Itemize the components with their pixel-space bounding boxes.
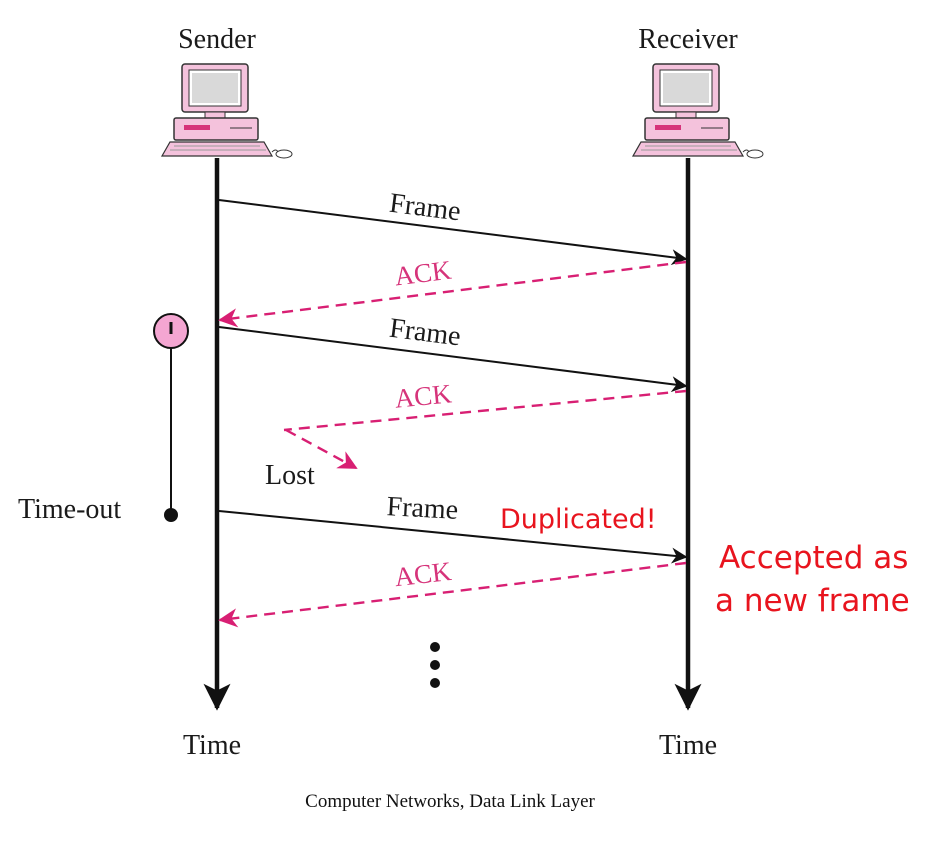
ack-arrow-1 xyxy=(218,260,687,328)
accepted-note-line2: a new frame xyxy=(715,583,910,619)
lost-arrow xyxy=(285,428,358,470)
sender-label: Sender xyxy=(178,24,256,55)
receiver-computer-icon xyxy=(631,63,764,159)
frame-arrow-2 xyxy=(218,326,688,393)
ellipsis-dots xyxy=(430,642,440,688)
sender-computer-icon xyxy=(160,63,293,159)
frame-label-1: Frame xyxy=(388,188,463,228)
caption: Computer Networks, Data Link Layer xyxy=(305,791,595,812)
receiver-time-label: Time xyxy=(659,730,717,761)
frame-label-3: Frame xyxy=(386,491,459,526)
ack-arrow-3 xyxy=(218,561,687,628)
sender-time-label: Time xyxy=(183,730,241,761)
ack-label-2: ACK xyxy=(393,378,453,413)
frame-label-2: Frame xyxy=(388,313,463,353)
frame-arrow-3 xyxy=(218,510,688,564)
accepted-note-line1: Accepted as xyxy=(719,540,908,576)
ack-label-3: ACK xyxy=(393,556,454,592)
frame-arrow-1 xyxy=(218,199,688,266)
lost-label: Lost xyxy=(265,460,315,491)
timeout-label: Time-out xyxy=(18,494,121,525)
ack-label-1: ACK xyxy=(393,255,454,292)
ack-arrow-2-lost xyxy=(283,389,687,432)
duplicated-note: Duplicated! xyxy=(500,504,657,535)
timer-icon xyxy=(153,313,189,522)
receiver-label: Receiver xyxy=(638,24,738,55)
